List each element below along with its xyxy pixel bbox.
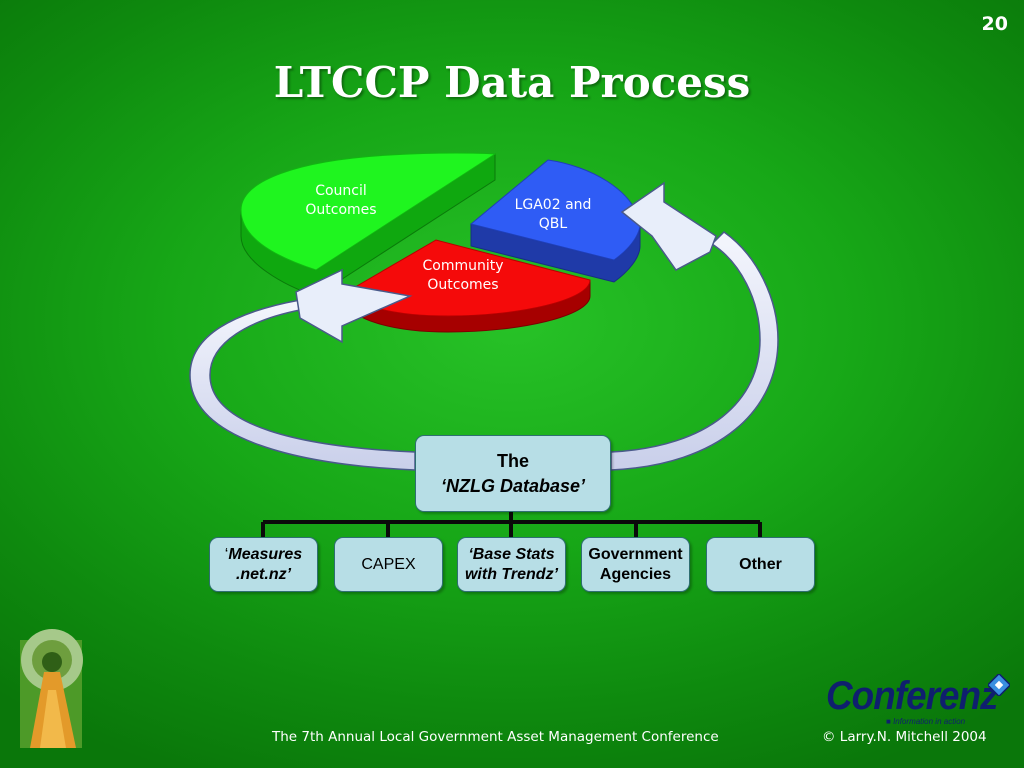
footer-copyright: © Larry.N. Mitchell 2004	[822, 729, 987, 745]
community-outcomes-slice	[349, 239, 591, 333]
nzlg-database-box: The ‘NZLG Database’	[415, 435, 611, 512]
lga-qbl-slice	[469, 159, 641, 283]
lga-qbl-label: LGA02 and QBL	[514, 197, 592, 232]
source-capex-box: CAPEX	[334, 537, 443, 592]
source-other-box: Other	[706, 537, 815, 592]
source-measures-box: ‘Measures .net.nz’	[209, 537, 318, 592]
right-feedback-arrow	[610, 181, 779, 471]
community-outcomes-label: Community Outcomes	[422, 258, 504, 293]
conferenz-logo-mark-icon	[988, 674, 1010, 696]
council-outcomes-label: Council Outcomes	[305, 183, 377, 218]
database-connectors	[261, 512, 762, 537]
slide-title: LTCCP Data Process	[273, 58, 751, 107]
tree-keyhole-image	[20, 629, 83, 748]
left-feedback-arrow	[189, 268, 416, 471]
source-base-stats-box: ‘Base Stats with Trendz’	[457, 537, 566, 592]
conferenz-tagline: ■ Information in action	[886, 717, 966, 726]
council-outcomes-slice	[240, 152, 497, 297]
slide-number: 20	[981, 13, 1008, 35]
source-government-agencies-box: Government Agencies	[581, 537, 690, 592]
footer-conference: The 7th Annual Local Government Asset Ma…	[272, 729, 719, 745]
conferenz-logo: Conferenz	[826, 674, 999, 718]
